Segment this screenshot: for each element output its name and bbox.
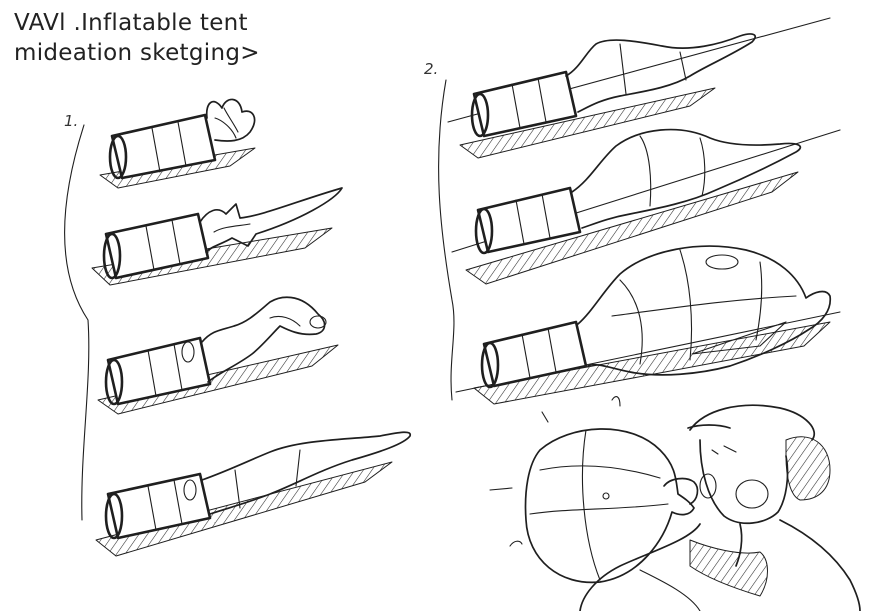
sequence-label-2: 2. <box>424 60 439 78</box>
stage-4-tube-inflated <box>95 431 411 557</box>
stage-3-partial-inflation <box>97 296 339 415</box>
person-inflating-tent <box>489 396 861 611</box>
stage-2-unrolling <box>91 187 343 286</box>
sequence-label-1: 1. <box>64 112 79 130</box>
stage-7-tent-inflated <box>455 245 841 405</box>
stage-5-tube-on-line <box>447 17 831 159</box>
sketch-title-line-1: VAVl .Inflatable tent <box>14 10 248 36</box>
column-1-bracket <box>64 124 90 521</box>
sketch-title: VAVl .Inflatable tent mideation sketging… <box>14 8 260 68</box>
sketch-title-line-2: mideation sketging> <box>14 40 260 66</box>
stage-6-bulb-inflating <box>451 128 841 285</box>
stage-1-packed-roll <box>99 98 256 189</box>
column-2-bracket <box>438 79 455 401</box>
